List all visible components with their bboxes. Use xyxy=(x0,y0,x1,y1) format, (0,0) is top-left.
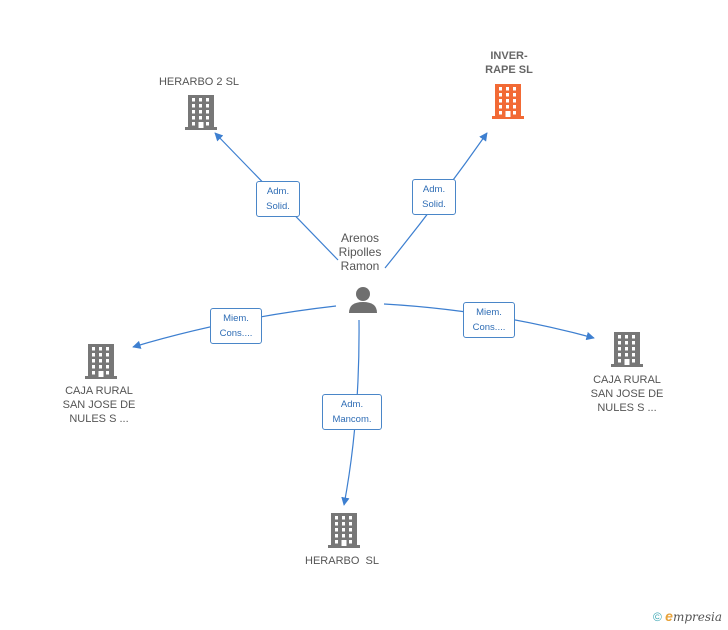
person-name-line: Arenos xyxy=(340,231,380,245)
empresia-logo-text: mpresia xyxy=(672,610,722,624)
company-label-line: NULES S ... xyxy=(597,402,657,414)
building-icon[interactable] xyxy=(611,332,643,367)
edge-label-herarbo2[interactable]: Adm. Solid. xyxy=(256,181,300,217)
company-label-herarbo[interactable]: HERARBO SL xyxy=(295,554,389,568)
company-label-caja2[interactable]: CAJA RURAL SAN JOSE DE NULES S ... xyxy=(582,373,672,415)
edge-label-line: Adm. xyxy=(422,184,446,195)
building-icon[interactable] xyxy=(492,84,524,119)
company-label-line: CAJA RURAL xyxy=(593,374,661,386)
person-name-line: Ramon xyxy=(340,259,380,273)
edge-label-line: Miem. xyxy=(223,313,249,324)
edge-label-line: Adm. xyxy=(340,399,364,410)
footer-brand[interactable]: © empresia xyxy=(653,608,722,624)
edge-label-inverrape[interactable]: Adm. Solid. xyxy=(412,179,456,215)
building-icon[interactable] xyxy=(185,95,217,130)
company-label-line: RAPE SL xyxy=(485,64,533,76)
copyright-symbol: © xyxy=(652,610,662,624)
company-label-line: SAN JOSE DE xyxy=(62,399,136,411)
building-icon[interactable] xyxy=(85,344,117,379)
edge-label-caja2[interactable]: Miem. Cons.... xyxy=(463,302,515,338)
building-icon[interactable] xyxy=(328,513,360,548)
edge-label-line: Mancom. xyxy=(332,414,372,425)
edge-label-line: Cons.... xyxy=(219,328,253,339)
company-label-inverrape[interactable]: INVER- RAPE SL xyxy=(469,49,549,77)
edge-label-line: Cons.... xyxy=(472,322,506,333)
company-label-line: NULES S ... xyxy=(69,413,129,425)
company-label-line: HERARBO 2 SL xyxy=(158,76,240,88)
empresia-logo-initial: e xyxy=(665,608,673,624)
edge-label-line: Miem. xyxy=(476,307,502,318)
person-icon[interactable] xyxy=(349,287,377,313)
edge-label-line: Solid. xyxy=(422,199,446,210)
company-label-line: INVER- xyxy=(490,50,528,62)
company-label-caja1[interactable]: CAJA RURAL SAN JOSE DE NULES S ... xyxy=(54,384,144,426)
person-name: Arenos Ripolles Ramon xyxy=(322,231,398,273)
edge-label-line: Solid. xyxy=(266,201,290,212)
edge-label-line: Adm. xyxy=(266,186,290,197)
edge-label-herarbo[interactable]: Adm. Mancom. xyxy=(322,394,382,430)
edges-layer xyxy=(132,132,595,506)
company-label-line: HERARBO SL xyxy=(305,555,379,567)
icons-layer xyxy=(85,84,643,548)
company-label-line: SAN JOSE DE xyxy=(590,388,664,400)
edge-label-caja1[interactable]: Miem. Cons.... xyxy=(210,308,262,344)
company-label-herarbo2[interactable]: HERARBO 2 SL xyxy=(148,75,250,89)
person-name-line: Ripolles xyxy=(338,245,382,259)
company-label-line: CAJA RURAL xyxy=(65,385,133,397)
